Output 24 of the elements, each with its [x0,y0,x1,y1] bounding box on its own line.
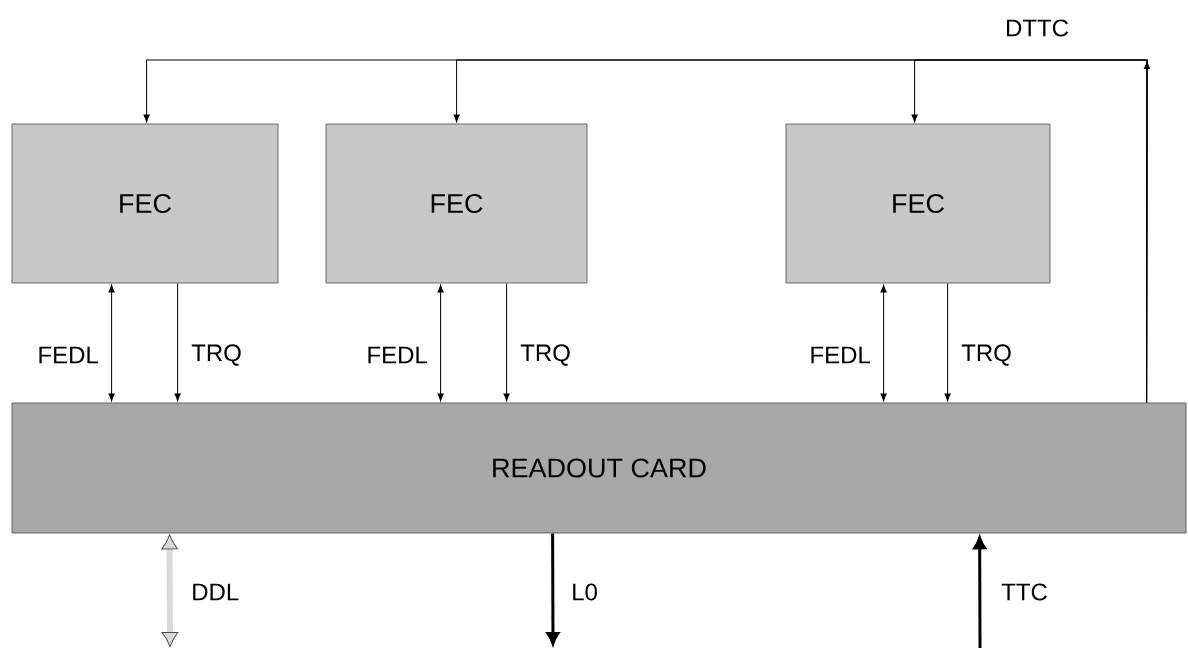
edge-label: L0 [573,583,597,601]
edge-label: DTTC [1007,19,1069,37]
arrow [973,536,987,648]
edge-label: TTC [1001,583,1047,601]
readout-card: READOUT CARD [11,402,1187,534]
arrow [503,282,510,402]
edge-label: TRQ [191,344,241,366]
fec-box: FEC [785,123,1051,284]
edge-label: TRQ [961,344,1011,366]
edge-label: DDL [193,583,239,601]
arrow [1143,61,1151,404]
arrow [161,534,179,648]
fec-box: FEC [11,123,279,284]
arrow [108,284,115,402]
arrow [437,284,444,402]
edge-label: TRQ [520,344,570,366]
fec-box: FEC [325,123,588,284]
arrow [546,533,560,645]
edge-label: FEDL [39,346,98,364]
edge-label: FEDL [368,346,427,364]
arrow [944,282,951,402]
arrow [880,284,887,402]
edge-label: FEDL [811,346,870,364]
arrow [174,282,181,402]
